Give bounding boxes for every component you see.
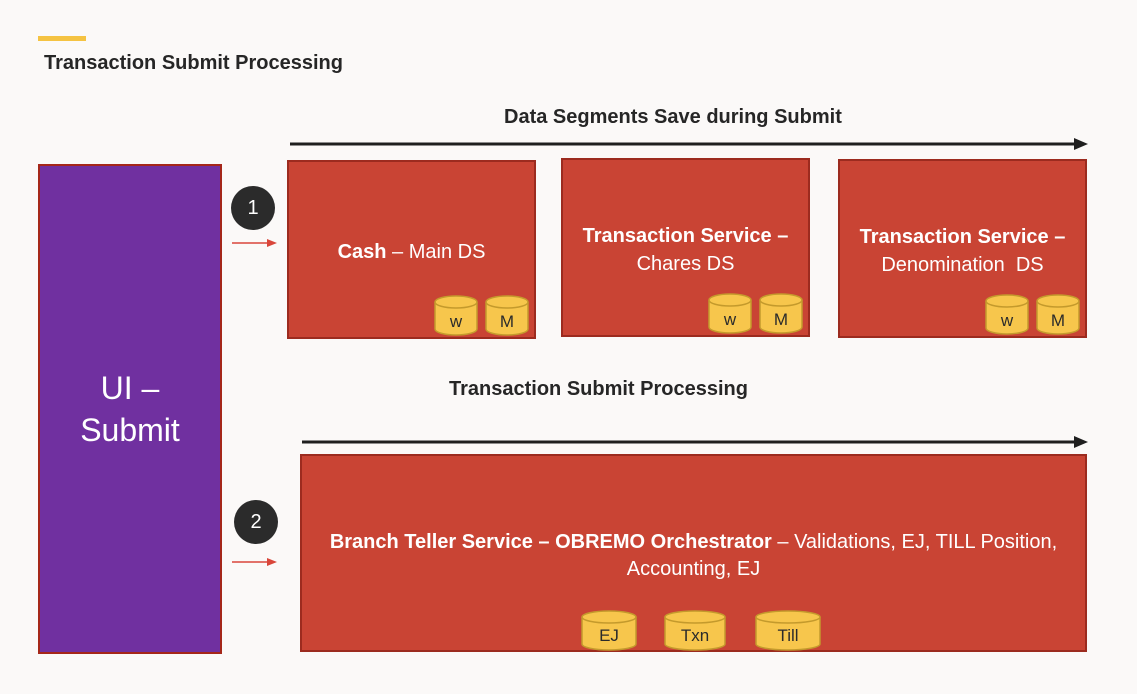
database-label: M	[499, 312, 515, 331]
database-icon: w	[707, 292, 753, 336]
database-icon: Till	[754, 610, 822, 652]
submit-processing-title: Transaction Submit Processing	[449, 378, 748, 400]
database-icon: EJ	[580, 610, 638, 652]
database-label: w	[1000, 311, 1014, 330]
database-label: w	[449, 312, 463, 331]
database-label: EJ	[599, 626, 619, 645]
orchestrator-bold: Branch Teller Service – OBREMO Orchestra…	[329, 531, 772, 553]
ui-submit-line2: Submit	[80, 412, 180, 448]
step-2-arrow	[232, 558, 277, 566]
database-icon: Txn	[663, 610, 727, 652]
step-1-badge: 1	[231, 186, 275, 230]
database-icon: w	[984, 293, 1030, 337]
denomination-ds-rest: Denomination DS	[881, 254, 1044, 276]
database-label: w	[723, 310, 737, 329]
charges-ds-bold: Transaction Service –	[582, 225, 789, 247]
ui-submit-box: UI – Submit	[38, 164, 222, 654]
cash-main-ds-rest: – Main DS	[386, 241, 486, 263]
orchestrator-box: Branch Teller Service – OBREMO Orchestra…	[300, 454, 1087, 652]
database-icon: M	[484, 294, 530, 338]
page-title: Transaction Submit Processing	[44, 52, 343, 74]
charges-ds-box: Transaction Service – Chares DS w M	[561, 158, 810, 337]
charges-ds-title: Transaction Service – Chares DS	[569, 222, 802, 278]
denomination-ds-box: Transaction Service – Denomination DS w …	[838, 159, 1087, 338]
database-label: M	[1050, 311, 1066, 330]
database-icon: M	[1035, 293, 1081, 337]
database-label: Till	[777, 626, 799, 645]
submit-processing-arrow	[302, 436, 1088, 448]
ui-submit-line1: UI –	[100, 370, 160, 406]
cash-main-ds-box: Cash – Main DS w M	[287, 160, 536, 339]
database-label: M	[773, 310, 789, 329]
database-label: Txn	[680, 626, 710, 645]
charges-ds-rest: Chares DS	[636, 253, 735, 275]
orchestrator-rest: – Validations, EJ, TILL Position,	[771, 531, 1058, 553]
orchestrator-line2: Accounting, EJ	[626, 558, 761, 580]
cash-main-ds-bold: Cash	[337, 241, 387, 263]
step-2-badge: 2	[234, 500, 278, 544]
database-icon: w	[433, 294, 479, 338]
data-segments-title: Data Segments Save during Submit	[504, 106, 842, 128]
orchestrator-title: Branch Teller Service – OBREMO Orchestra…	[308, 529, 1079, 583]
cash-main-ds-title: Cash – Main DS	[295, 238, 528, 266]
title-accent-bar	[38, 36, 86, 41]
database-icon: M	[758, 292, 804, 336]
denomination-ds-bold: Transaction Service –	[859, 226, 1066, 248]
data-segments-arrow	[290, 138, 1088, 150]
denomination-ds-title: Transaction Service – Denomination DS	[846, 223, 1079, 279]
step-1-arrow	[232, 239, 277, 247]
